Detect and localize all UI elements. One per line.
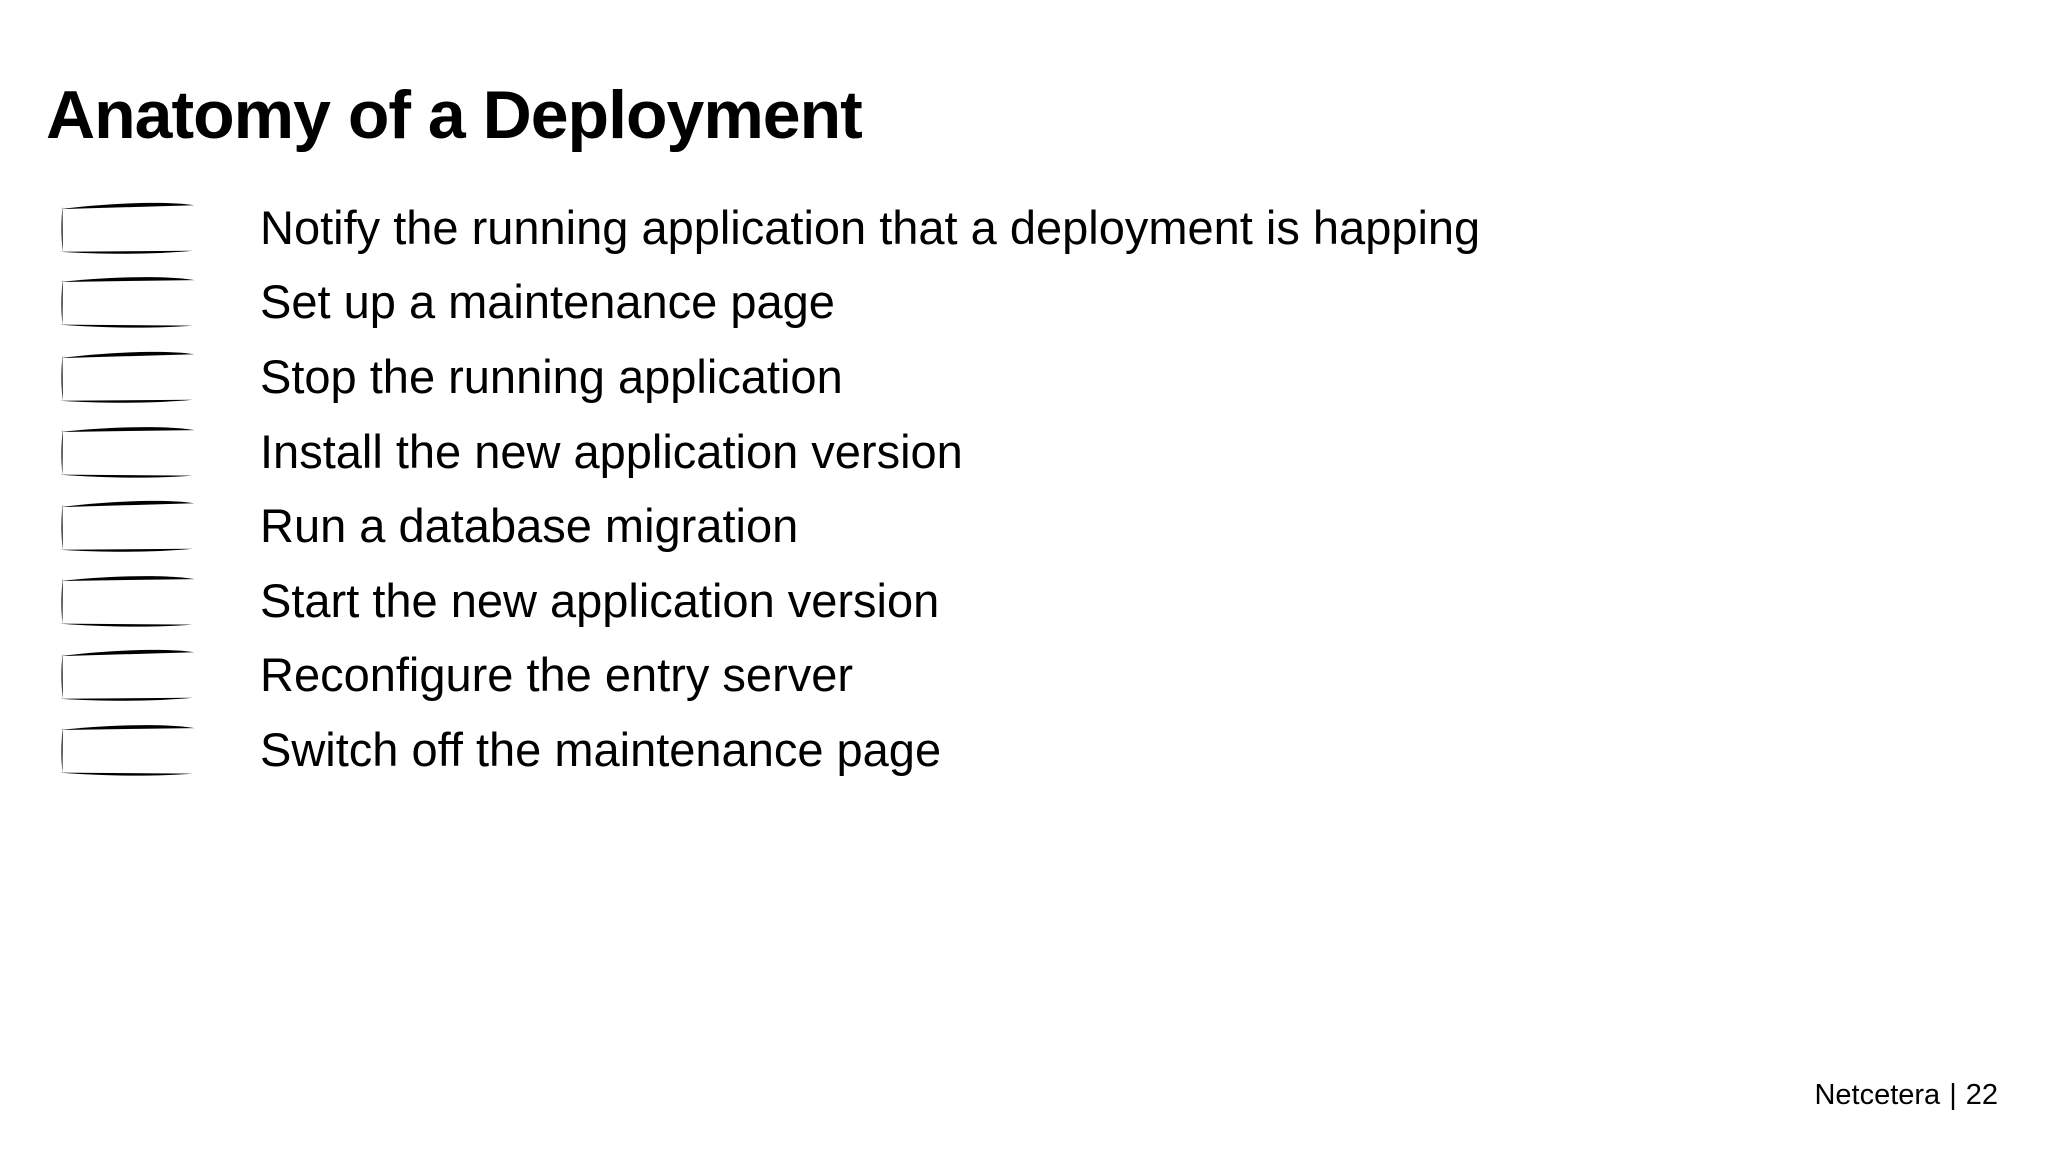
step-item: Reconfigure the entry server: [56, 638, 1480, 713]
footer-divider: |: [1949, 1079, 1957, 1111]
step-item: Switch off the maintenance page: [56, 712, 1480, 787]
slide-footer: Netcetera | 22: [1814, 1078, 1998, 1113]
footer-page-number: 22: [1965, 1079, 1998, 1111]
deployment-steps-list: Notify the running application that a de…: [56, 190, 1480, 787]
footer-brand: Netcetera: [1814, 1079, 1941, 1111]
step-label: Install the new application version: [260, 424, 963, 478]
step-item: Run a database migration: [56, 488, 1480, 563]
step-label: Set up a maintenance page: [260, 275, 835, 329]
step-label: Notify the running application that a de…: [260, 200, 1481, 254]
arrow-tag-icon: [56, 647, 219, 703]
arrow-tag-icon: [56, 498, 219, 554]
step-item: Start the new application version: [56, 563, 1480, 638]
arrow-tag-icon: [56, 721, 219, 777]
arrow-tag-icon: [56, 572, 219, 628]
step-item: Install the new application version: [56, 414, 1480, 489]
arrow-tag-icon: [56, 423, 219, 479]
slide-title: Anatomy of a Deployment: [46, 76, 863, 153]
step-label: Start the new application version: [260, 573, 940, 627]
step-label: Switch off the maintenance page: [260, 722, 942, 776]
arrow-tag-icon: [56, 274, 219, 330]
arrow-tag-icon: [56, 348, 219, 404]
step-item: Notify the running application that a de…: [56, 190, 1480, 265]
step-label: Reconfigure the entry server: [260, 648, 854, 702]
step-item: Stop the running application: [56, 339, 1480, 414]
arrow-tag-icon: [56, 199, 219, 255]
step-label: Run a database migration: [260, 499, 799, 553]
step-label: Stop the running application: [260, 349, 843, 403]
step-item: Set up a maintenance page: [56, 265, 1480, 340]
